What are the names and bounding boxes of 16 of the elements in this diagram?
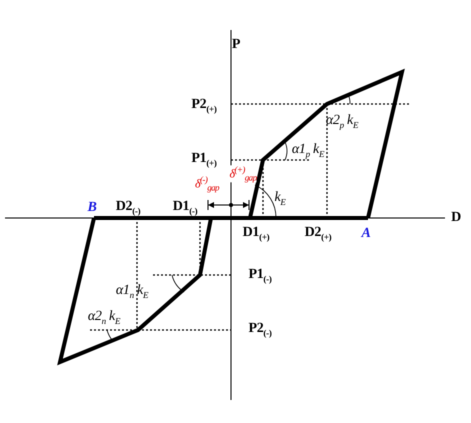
load-label: P2$_{(+)}$: [191, 98, 217, 114]
axis-label: P: [232, 38, 240, 52]
displacement-label: D1$_{(+)}$: [242, 226, 270, 242]
point-label: A: [361, 227, 371, 241]
load-label: P1$_{(+)}$: [191, 152, 217, 168]
displacement-label: D1$_{(-)}$: [172, 200, 198, 216]
load-label: P1$_{(-)}$: [248, 268, 272, 284]
stiffness-label: α1$_{p}$ k$_{E}$: [292, 143, 324, 159]
displacement-label: D2$_{(-)}$: [116, 200, 140, 216]
point-label: B: [87, 201, 97, 215]
displacement-label: D2$_{(+)}$: [304, 226, 332, 242]
load-label: P2$_{(-)}$: [248, 322, 272, 338]
stiffness-label: α2$_{n}$ k$_{E}$: [88, 310, 120, 326]
axis-label: D: [451, 211, 461, 225]
stiffness-label: k$_{E}$: [274, 191, 286, 207]
stiffness-label: α1$_{n}$ k$_{E}$: [116, 284, 148, 300]
